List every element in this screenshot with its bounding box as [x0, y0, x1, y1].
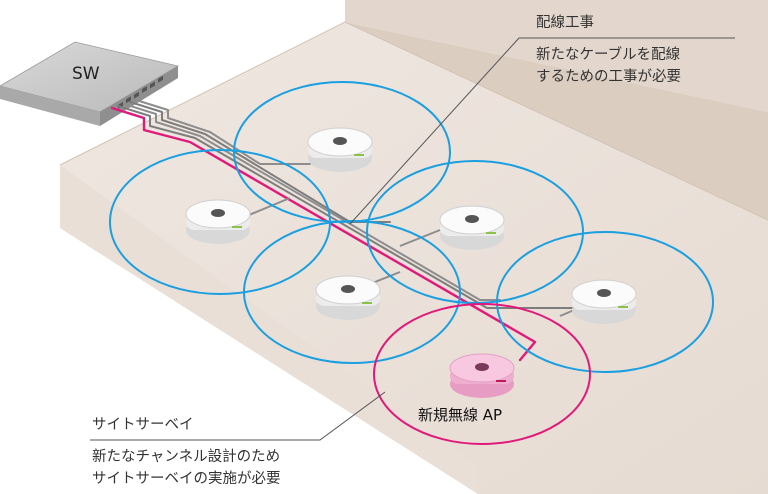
survey-callout-title: サイトサーベイ — [92, 417, 194, 433]
room — [59, 0, 768, 494]
wiring-leader — [349, 37, 735, 225]
left-wall-face — [60, 165, 478, 494]
ap-icon-1 — [185, 199, 251, 244]
cable-existing-1 — [117, 105, 591, 309]
back-wall-top — [345, 0, 768, 112]
cable-existing-2 — [123, 103, 501, 301]
coverage-new-ap — [373, 303, 591, 445]
switch-label: SW — [72, 64, 100, 84]
coverage-ap4 — [243, 220, 461, 364]
ap-icon-new — [449, 353, 515, 398]
wiring-callout-line-1: 新たなケーブルを配線 — [536, 47, 681, 63]
ap-icon-5 — [571, 279, 637, 324]
access-points — [185, 127, 637, 398]
survey-leader — [90, 391, 386, 441]
ap-icon-4 — [315, 275, 381, 320]
floor — [60, 22, 768, 494]
coverage-areas — [109, 81, 714, 445]
callout-leaders — [90, 37, 735, 441]
switch-ports — [118, 75, 163, 109]
feeder-ap3 — [399, 229, 441, 247]
switch-side — [0, 86, 100, 126]
wiring-callout-title: 配線工事 — [536, 15, 594, 31]
cable-new — [110, 106, 537, 362]
new-ap-label: 新規無線 AP — [418, 406, 503, 424]
coverage-ap5 — [496, 231, 714, 373]
survey-callout-line-2: サイトサーベイの実施が必要 — [92, 471, 281, 487]
ap-icon-3 — [439, 205, 505, 250]
wiring-callout-line-2: するための工事が必要 — [536, 69, 681, 85]
coverage-ap3 — [366, 160, 584, 304]
survey-callout-line-1: 新たなチャンネル設計のため — [92, 449, 281, 465]
ap-icon-2 — [307, 127, 373, 172]
cable-existing-4 — [135, 99, 311, 165]
